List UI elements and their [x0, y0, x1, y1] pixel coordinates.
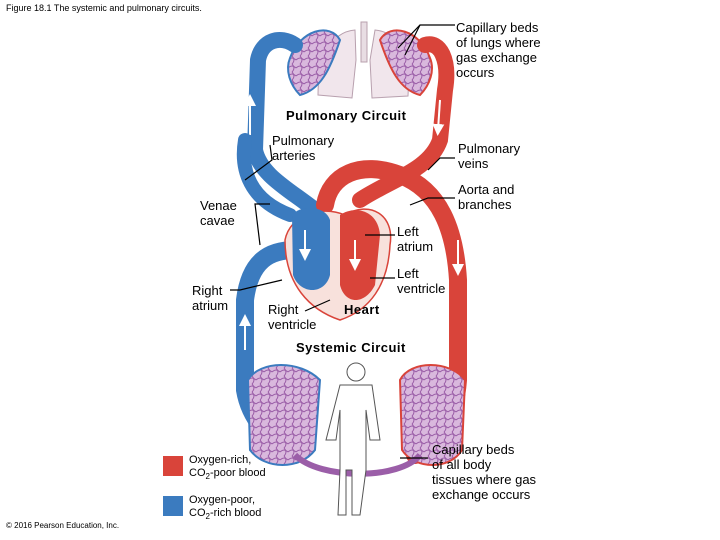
oxygen-poor-swatch [163, 496, 183, 516]
oxygen-rich-swatch [163, 456, 183, 476]
left-atrium-label: Left atrium [397, 224, 434, 254]
right-ventricle-label: Right ventricle [268, 302, 317, 332]
body-capillaries-label: Capillary beds of all body tissues where… [432, 442, 537, 502]
legend-rich-line1: Oxygen-rich, [189, 454, 252, 466]
left-ventricle-label: Left ventricle [397, 266, 446, 296]
copyright-notice: © 2016 Pearson Education, Inc. [6, 521, 120, 530]
human-figure [325, 362, 381, 516]
legend-poor-line2a: CO [189, 507, 206, 519]
figure-caption: Figure 18.1 The systemic and pulmonary c… [6, 3, 202, 13]
aorta-label: Aorta and branches [458, 182, 515, 212]
legend-poor-line2b: -rich blood [209, 507, 262, 519]
pulmonary-circuit-label: Pulmonary Circuit [286, 108, 407, 123]
right-atrium-label: Right atrium [192, 283, 229, 313]
legend-rich-line2b: -poor blood [209, 467, 266, 479]
legend-poor-line1: Oxygen-poor, [189, 494, 256, 506]
legend-poor-sub: 2 [205, 512, 210, 522]
leader-lines [230, 24, 455, 459]
legend-rich-sub: 2 [205, 472, 210, 482]
oxygen-rich-legend: Oxygen-rich, CO2-poor blood [189, 454, 266, 483]
legend-rich-line2a: CO [189, 467, 206, 479]
lung-capillary-beds [287, 29, 433, 97]
pulmonary-arteries-label: Pulmonary arteries [272, 133, 335, 163]
venae-cavae-label: Venae cavae [200, 198, 237, 228]
body-capillary-beds [246, 364, 467, 477]
heart-label: Heart [344, 302, 380, 317]
systemic-circuit-label: Systemic Circuit [296, 340, 406, 355]
oxygen-poor-legend: Oxygen-poor, CO2-rich blood [189, 494, 261, 523]
lung-capillaries-label: Capillary beds of lungs where gas exchan… [456, 20, 541, 80]
pulmonary-vein-vessel [352, 36, 455, 208]
pulmonary-veins-label: Pulmonary veins [458, 141, 521, 171]
pulmonary-artery-vessel [244, 32, 323, 218]
